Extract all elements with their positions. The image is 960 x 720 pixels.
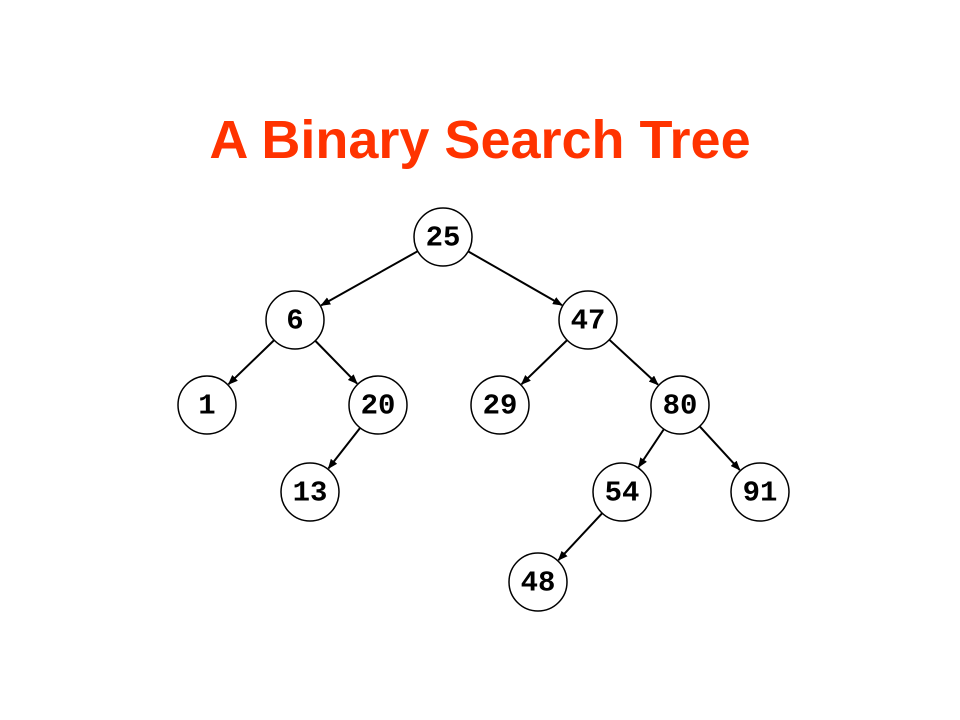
- node-label: 47: [571, 305, 606, 338]
- edge-arrow: [467, 250, 563, 306]
- node-circle: [558, 290, 618, 350]
- tree-node-1: 1: [177, 375, 237, 435]
- node-label: 48: [521, 567, 556, 600]
- edge-arrow: [320, 250, 419, 307]
- edge-arrow: [637, 428, 665, 468]
- edge-arrow: [327, 427, 361, 470]
- tree-node-13: 13: [280, 462, 340, 522]
- node-circle: [265, 290, 325, 350]
- node-circle: [508, 552, 568, 612]
- tree-node-80: 80: [650, 375, 710, 435]
- edge-arrow: [608, 338, 659, 386]
- tree-node-48: 48: [508, 552, 568, 612]
- node-circle: [650, 375, 710, 435]
- node-label: 91: [743, 477, 778, 510]
- tree-node-20: 20: [348, 375, 408, 435]
- edge-arrow: [698, 425, 741, 471]
- node-label: 20: [361, 390, 396, 423]
- node-circle: [348, 375, 408, 435]
- node-label: 29: [483, 390, 518, 423]
- edge-arrow: [227, 339, 275, 385]
- node-label: 80: [663, 390, 698, 423]
- node-label: 54: [605, 477, 640, 510]
- edge-arrow: [314, 340, 358, 385]
- node-circle: [413, 207, 473, 267]
- node-circle: [177, 375, 237, 435]
- tree-node-6: 6: [265, 290, 325, 350]
- node-label: 1: [198, 390, 215, 423]
- node-circle: [280, 462, 340, 522]
- node-circle: [592, 462, 652, 522]
- slide-title: A Binary Search Tree: [209, 110, 751, 170]
- node-label: 25: [426, 222, 461, 255]
- edge-arrow: [520, 339, 568, 385]
- tree-node-25: 25: [413, 207, 473, 267]
- node-circle: [470, 375, 530, 435]
- tree-node-54: 54: [592, 462, 652, 522]
- node-label: 6: [286, 305, 303, 338]
- tree-node-47: 47: [558, 290, 618, 350]
- node-circle: [730, 462, 790, 522]
- tree-node-91: 91: [730, 462, 790, 522]
- node-label: 13: [293, 477, 328, 510]
- edge-arrow: [557, 512, 603, 561]
- tree-node-29: 29: [470, 375, 530, 435]
